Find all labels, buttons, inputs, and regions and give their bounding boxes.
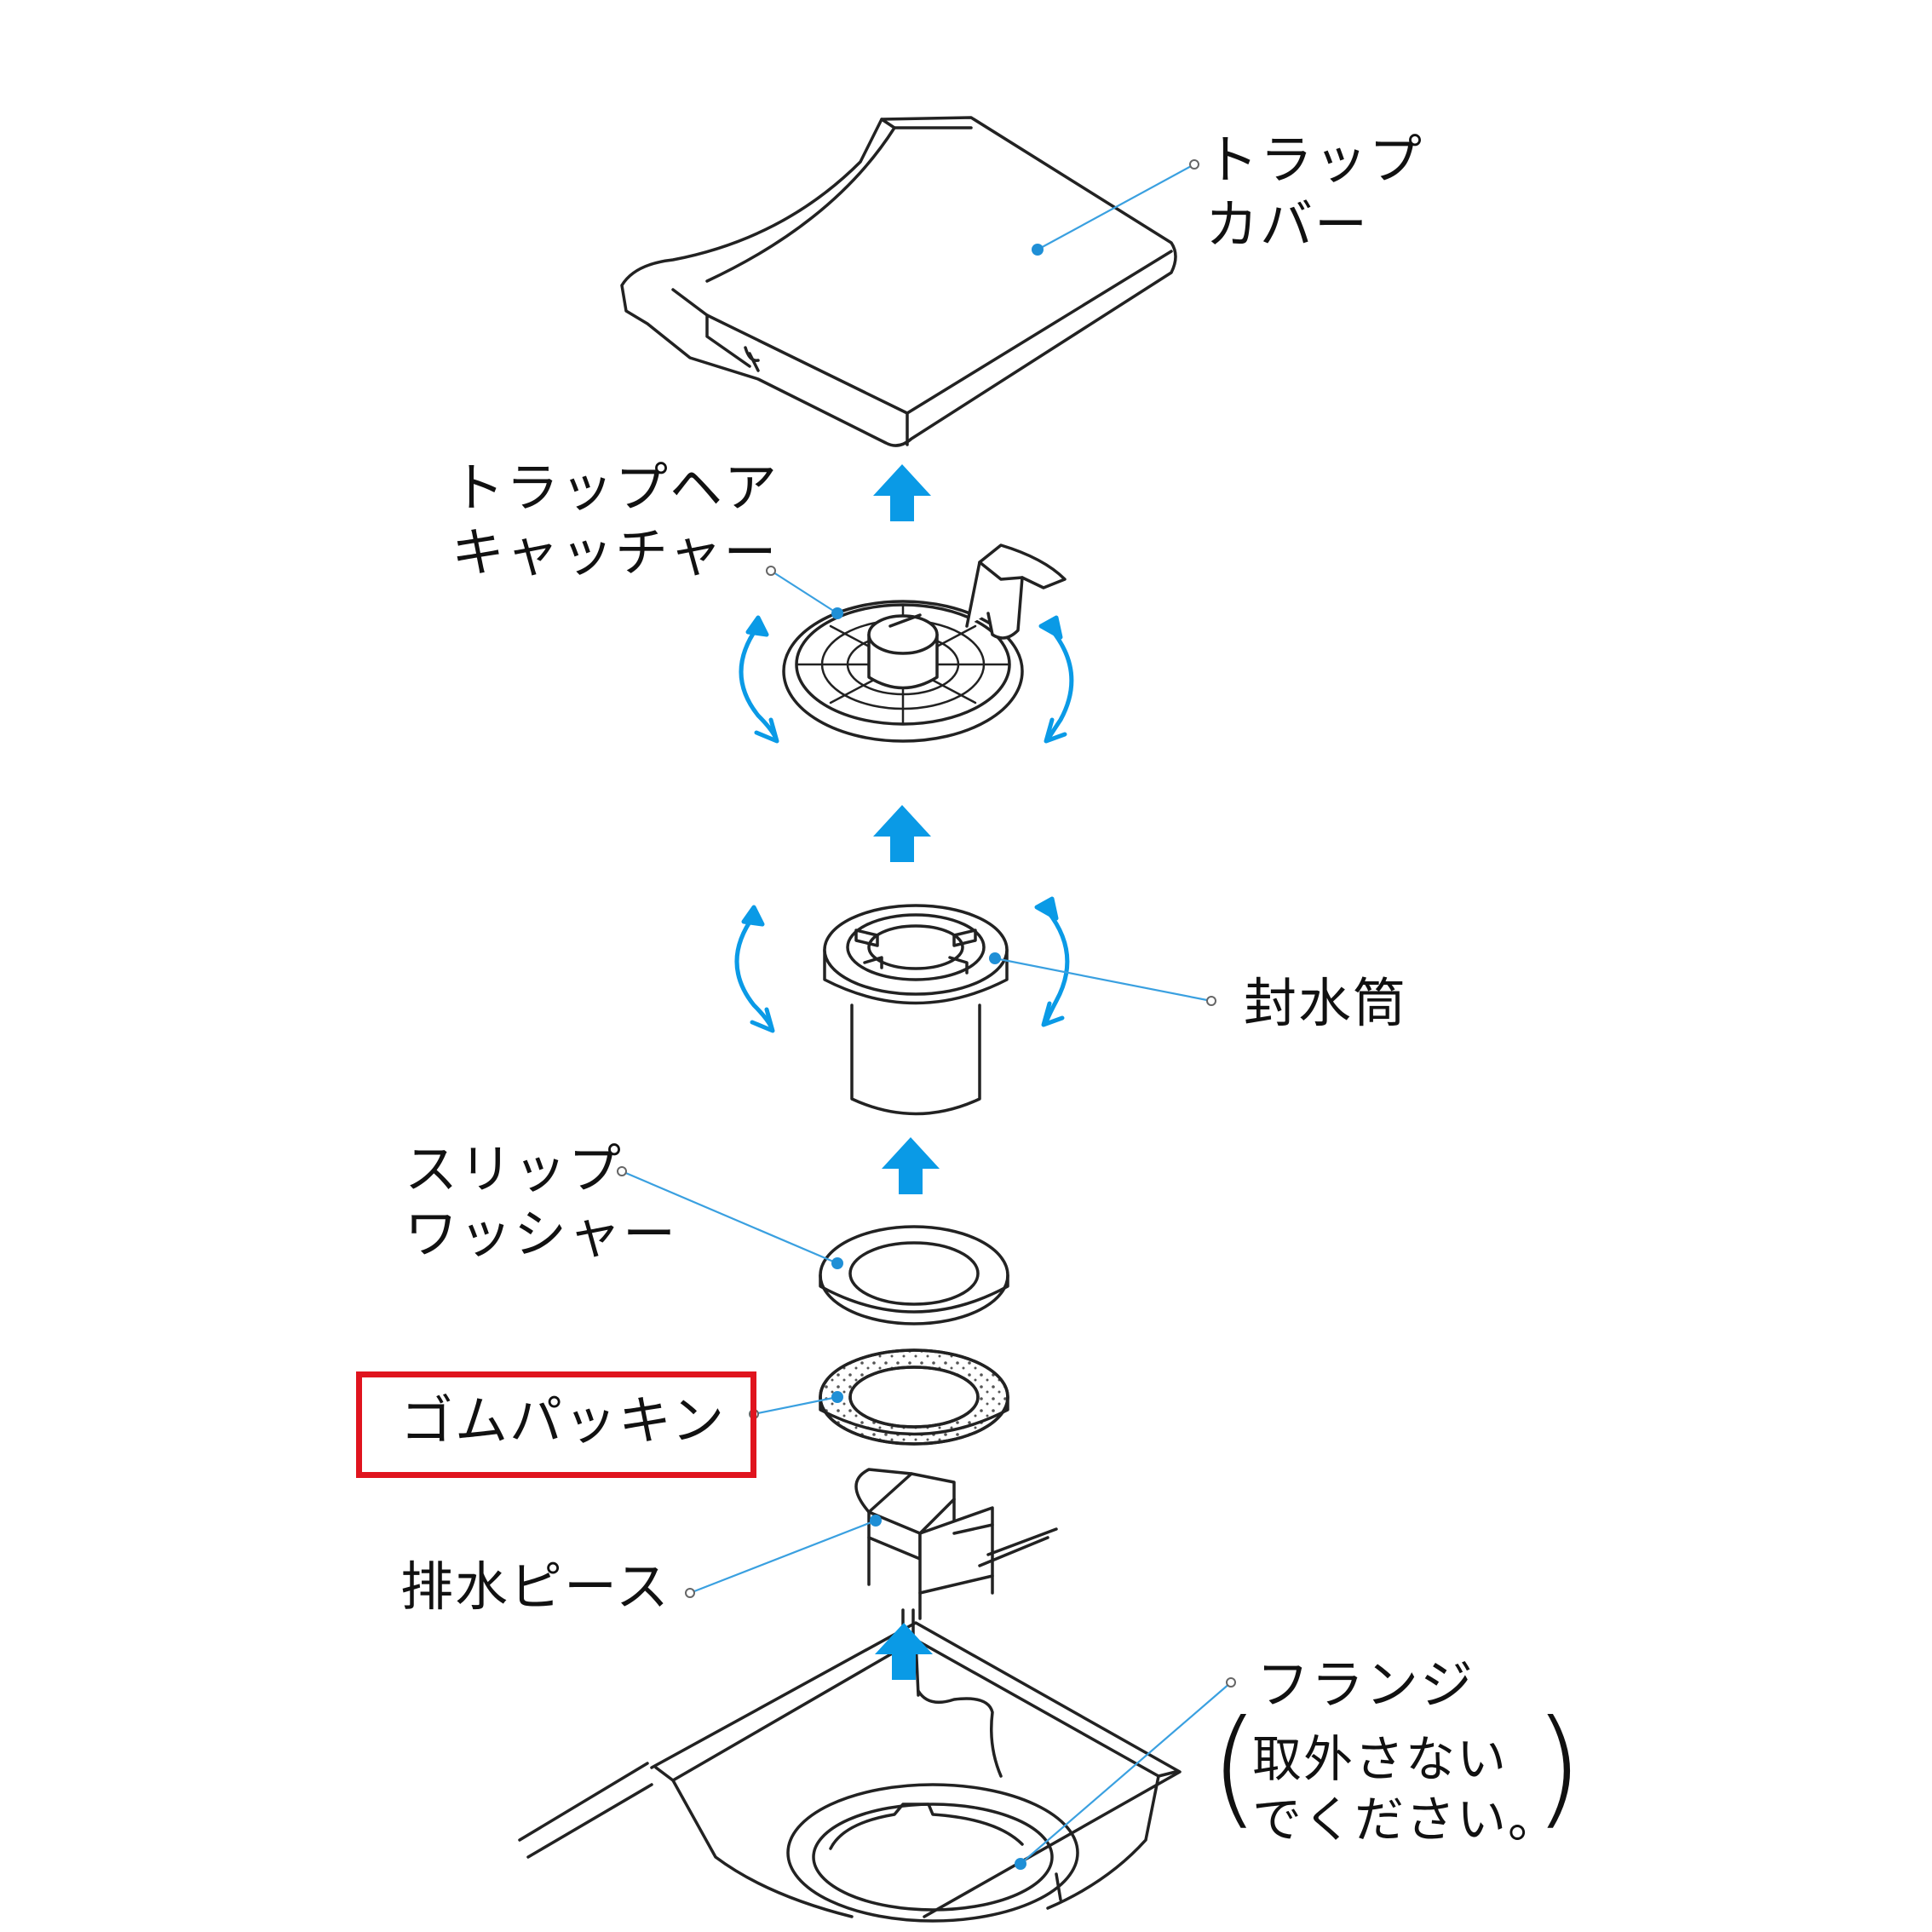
- label-slip-washer: スリップ ワッシャー: [405, 1137, 677, 1266]
- rotate-arrow-icon: [739, 615, 779, 744]
- highlight-box: [356, 1371, 756, 1478]
- up-arrow-icon: [875, 1623, 933, 1680]
- label-flange-note-line1: 取外さない: [1252, 1730, 1509, 1788]
- label-flange-note: 取外さない でください。: [1252, 1729, 1559, 1850]
- up-arrow-icons: [873, 464, 940, 1680]
- rotate-arrow-icons: [734, 615, 1074, 1033]
- label-hair-catcher: トラップヘア キャッチャー: [451, 456, 779, 584]
- label-trap-cover-line2: カバー: [1205, 193, 1370, 256]
- label-trap-cover-line1: トラップ: [1205, 129, 1424, 191]
- label-slip-washer-line1: スリップ: [405, 1138, 624, 1200]
- rotate-arrow-icon: [1038, 615, 1074, 744]
- slip-washer-part: [819, 1225, 1009, 1325]
- label-sealing-cylinder: 封水筒: [1244, 972, 1408, 1034]
- rubber-packing-part: [819, 1348, 1009, 1446]
- flange-part: [518, 1608, 1182, 1923]
- up-arrow-icon: [873, 805, 931, 862]
- flange-note-open-paren: (: [1210, 1693, 1260, 1842]
- rotate-arrow-icon: [1034, 896, 1070, 1027]
- up-arrow-icon: [873, 464, 931, 521]
- hair-catcher-part: [782, 543, 1067, 743]
- rotate-arrow-icon: [734, 905, 775, 1033]
- label-hair-catcher-line2: キャッチャー: [451, 520, 779, 584]
- label-hair-catcher-line1: トラップヘア: [451, 457, 779, 519]
- label-trap-cover: トラップ カバー: [1205, 128, 1423, 256]
- label-rubber-packing: ゴムパッキン: [400, 1389, 727, 1452]
- label-drain-piece: 排水ピース: [400, 1555, 670, 1618]
- trap-cover-part: [620, 116, 1177, 447]
- leader-dots: [831, 244, 1044, 1870]
- flange-note-close-paren: ): [1533, 1693, 1584, 1842]
- label-flange: フランジ: [1256, 1653, 1475, 1716]
- leader-lines: [621, 164, 1232, 1865]
- label-flange-note-line2: でください。: [1252, 1790, 1560, 1849]
- sealing-cylinder-part: [823, 904, 1009, 1116]
- label-slip-washer-line2: ワッシャー: [405, 1202, 678, 1265]
- drain-piece-part: [854, 1468, 1058, 1620]
- up-arrow-icon: [882, 1137, 940, 1194]
